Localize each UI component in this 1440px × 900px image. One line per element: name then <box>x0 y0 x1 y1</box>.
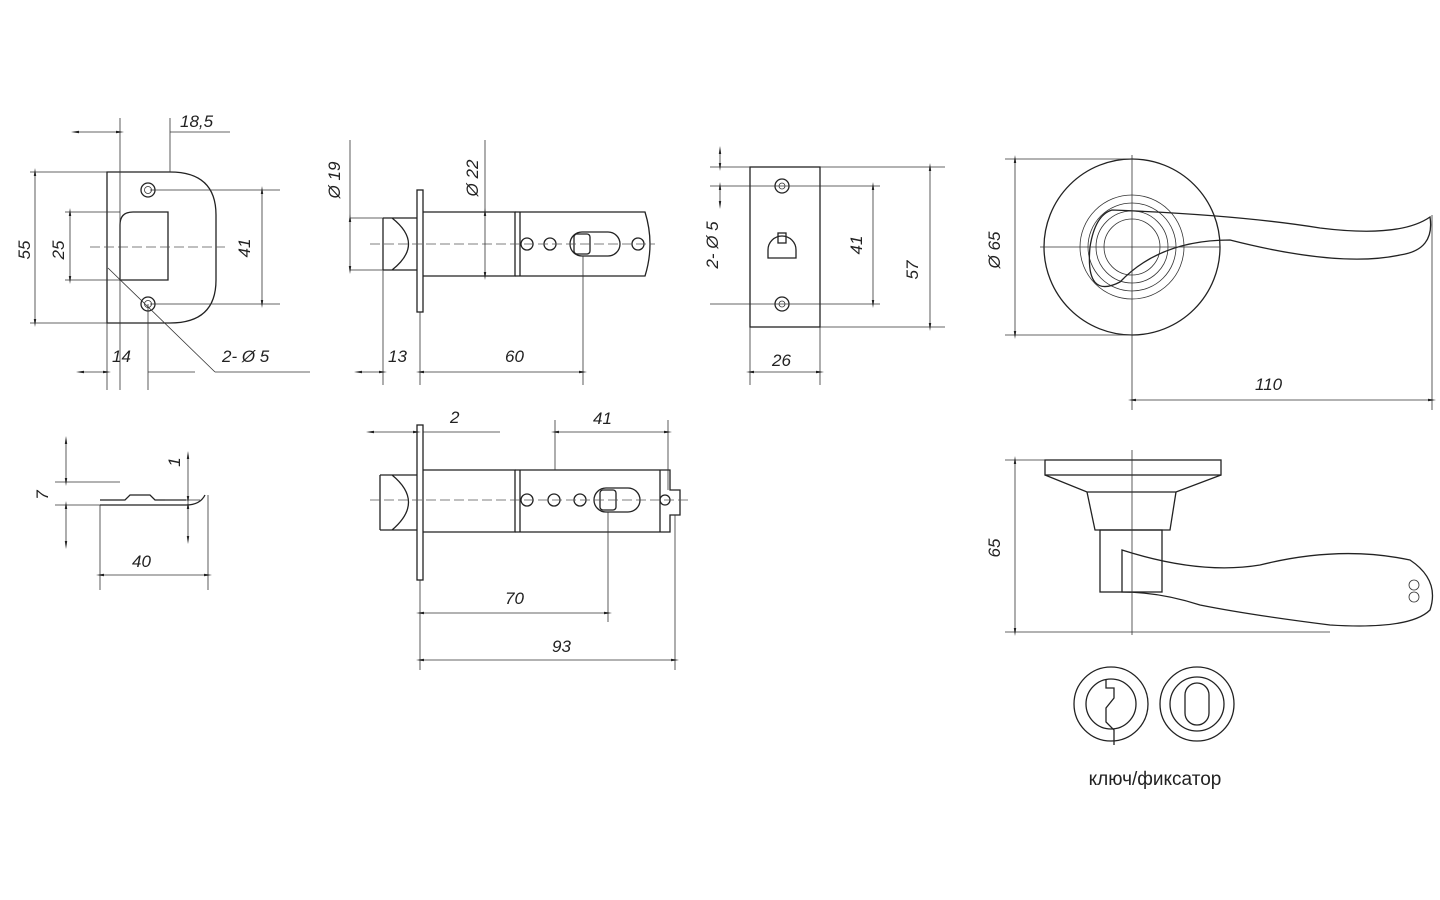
dim-rose-diameter: Ø 65 <box>985 231 1004 269</box>
dim-slot-41: 41 <box>593 409 612 428</box>
dim-40: 40 <box>132 552 151 571</box>
dim-25: 25 <box>49 240 68 260</box>
dim-body-diameter: Ø 22 <box>463 159 482 197</box>
dim-26: 26 <box>771 351 791 370</box>
strike-plate-side-view: 7 1 40 <box>33 436 212 590</box>
key-thumbturn-options: ключ/фиксатор <box>1073 666 1235 790</box>
dim-57: 57 <box>903 260 922 279</box>
dim-65: 65 <box>985 538 1004 557</box>
dim-holes: 2- Ø 5 <box>221 347 270 366</box>
dim-110: 110 <box>1255 375 1283 394</box>
latch-extended-view: 2 41 70 93 <box>366 408 690 670</box>
dim-55: 55 <box>15 240 34 259</box>
dim-70: 70 <box>505 589 524 608</box>
dim-1: 1 <box>165 457 184 466</box>
key-cylinder-icon <box>1073 666 1149 745</box>
turn-options-caption: ключ/фиксатор <box>1089 769 1222 790</box>
handle-front-view: Ø 65 110 <box>985 155 1436 410</box>
dim-13: 13 <box>388 347 407 366</box>
thumbturn-icon <box>1159 666 1235 742</box>
dim-41: 41 <box>235 239 254 258</box>
faceplate-front-view: 2- Ø 5 41 57 26 <box>703 146 945 385</box>
dim-60: 60 <box>505 347 524 366</box>
dim-18-5: 18,5 <box>180 112 214 131</box>
dim-14: 14 <box>112 347 131 366</box>
dim-faceplate-41: 41 <box>847 236 866 255</box>
strike-plate-front-view: 18,5 55 25 41 14 2- Ø 5 <box>15 112 310 390</box>
dim-faceplate-holes: 2- Ø 5 <box>703 221 722 270</box>
dim-2: 2 <box>449 408 460 427</box>
latch-side-view: Ø 19 Ø 22 13 60 <box>325 140 655 385</box>
dim-bolt-diameter: Ø 19 <box>325 161 344 199</box>
dim-93: 93 <box>552 637 571 656</box>
dim-7: 7 <box>33 490 52 500</box>
handle-side-view: 65 <box>985 450 1434 636</box>
